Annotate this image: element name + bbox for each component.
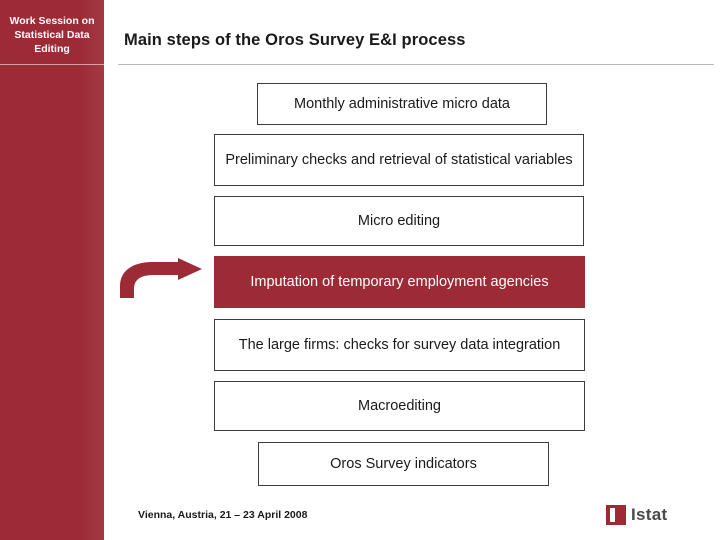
flow-box-oros-survey-indicators: Oros Survey indicators [258, 442, 549, 486]
curved-arrow-icon [120, 258, 202, 298]
session-label: Work Session on Statistical Data Editing [9, 15, 95, 55]
flow-box-micro-editing: Micro editing [214, 196, 584, 246]
footer-venue-date: Vienna, Austria, 21 – 23 April 2008 [138, 509, 308, 521]
page-title: Main steps of the Oros Survey E&I proces… [124, 31, 466, 49]
left-sidebar-band [0, 0, 104, 540]
title-rule [118, 64, 714, 65]
left-sidebar-band-gradient [0, 0, 104, 540]
flow-box-large-firms: The large firms: checks for survey data … [214, 319, 585, 371]
istat-logo-text: Istat [631, 505, 668, 524]
flow-box-monthly-administrative-micro-data: Monthly administrative micro data [257, 83, 547, 125]
istat-logo-mark-icon [606, 505, 626, 525]
flow-box-preliminary-checks: Preliminary checks and retrieval of stat… [214, 134, 584, 186]
flow-box-imputation-temporary-employment-agencies: Imputation of temporary employment agenc… [214, 256, 585, 308]
istat-logo: Istat [606, 503, 702, 529]
band-divider [0, 64, 104, 65]
flow-box-macroediting: Macroediting [214, 381, 585, 431]
